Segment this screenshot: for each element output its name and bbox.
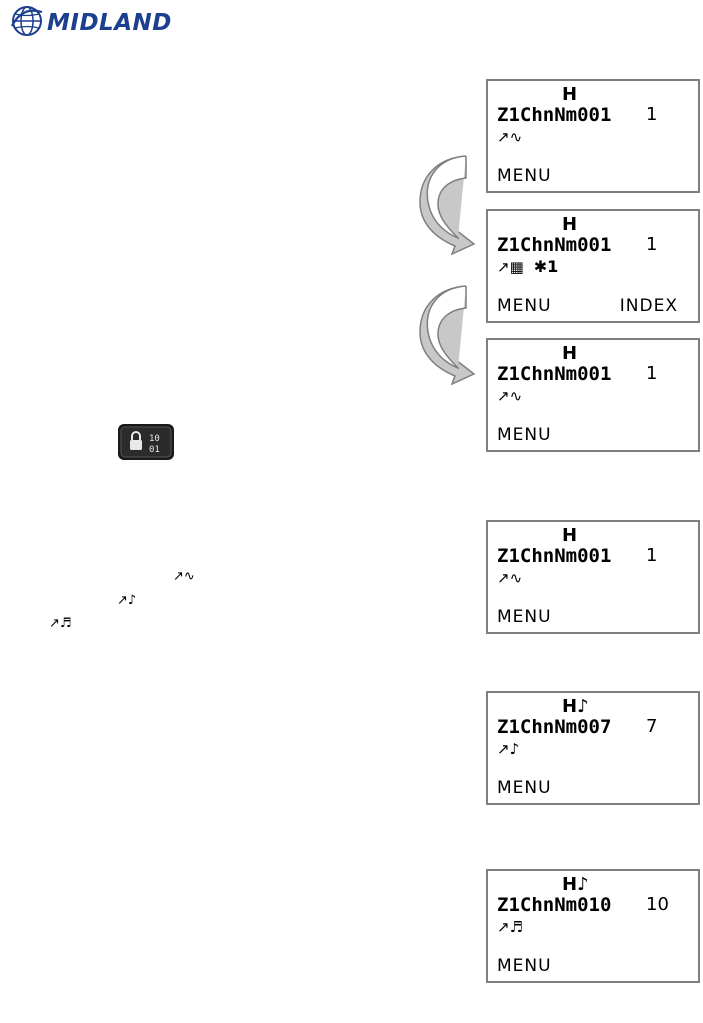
- lock-key-icon: 10 01: [118, 424, 174, 460]
- lcd-screen: H Z1ChnNm001 1 ↗∿ MENU: [486, 520, 700, 634]
- tone-signal-icon: ↗♬: [497, 918, 523, 936]
- status-indicators: ↗∿: [497, 128, 522, 146]
- channel-name: Z1ChnNm001: [497, 105, 611, 125]
- index-softkey: INDEX: [620, 297, 678, 315]
- signal-icon: ↗∿: [497, 569, 522, 587]
- power-indicator: H: [562, 86, 577, 104]
- status-indicators: ↗∿: [497, 387, 522, 405]
- svg-text:01: 01: [149, 445, 160, 455]
- channel-number: 1: [646, 105, 657, 125]
- menu-softkey: MENU: [497, 297, 552, 315]
- midland-logo: MIDLAND: [10, 4, 185, 38]
- channel-name: Z1ChnNm001: [497, 364, 611, 384]
- channel-name: Z1ChnNm001: [497, 546, 611, 566]
- signal-icon: ↗∿: [497, 387, 522, 405]
- power-indicator: H♪: [562, 698, 589, 716]
- tone-signal-icon: ↗♬: [49, 617, 72, 631]
- channel-number: 1: [646, 364, 657, 384]
- lcd-screen: H♪ Z1ChnNm010 10 ↗♬ MENU: [486, 869, 700, 983]
- channel-name: Z1ChnNm007: [497, 717, 611, 737]
- curved-arrow-icon: [418, 282, 478, 388]
- index-value: ✱1: [534, 258, 559, 276]
- menu-softkey: MENU: [497, 167, 552, 185]
- power-indicator: H: [562, 345, 577, 363]
- menu-softkey: MENU: [497, 779, 552, 797]
- channel-name: Z1ChnNm001: [497, 235, 611, 255]
- menu-softkey: MENU: [497, 957, 552, 975]
- curved-arrow-icon: [418, 152, 478, 258]
- menu-softkey: MENU: [497, 426, 552, 444]
- signal-icon: ↗∿: [173, 570, 195, 584]
- lcd-screen: H Z1ChnNm001 1 ↗▦ ✱1 MENU INDEX: [486, 209, 700, 323]
- channel-number: 7: [646, 717, 657, 737]
- status-indicators: ↗▦ ✱1: [497, 258, 558, 276]
- status-indicators: ↗♬: [497, 918, 523, 936]
- channel-number: 1: [646, 235, 657, 255]
- tone-icon: ↗♪: [497, 740, 519, 758]
- menu-softkey: MENU: [497, 608, 552, 626]
- status-indicators: ↗∿: [497, 569, 522, 587]
- tone-icon: ↗♪: [117, 594, 136, 608]
- svg-text:10: 10: [149, 434, 160, 444]
- status-indicators: ↗♪: [497, 740, 519, 758]
- power-indicator: H♪: [562, 876, 589, 894]
- brand-name: MIDLAND: [47, 10, 172, 36]
- lcd-screen: H Z1ChnNm001 1 ↗∿ MENU: [486, 79, 700, 193]
- globe-icon: [10, 4, 44, 38]
- lcd-screen: H♪ Z1ChnNm007 7 ↗♪ MENU: [486, 691, 700, 805]
- channel-number: 10: [646, 895, 669, 915]
- power-indicator: H: [562, 216, 577, 234]
- keypad-icon: ↗▦: [497, 258, 524, 276]
- lcd-screen: H Z1ChnNm001 1 ↗∿ MENU: [486, 338, 700, 452]
- signal-icon: ↗∿: [497, 128, 522, 146]
- power-indicator: H: [562, 527, 577, 545]
- channel-number: 1: [646, 546, 657, 566]
- channel-name: Z1ChnNm010: [497, 895, 611, 915]
